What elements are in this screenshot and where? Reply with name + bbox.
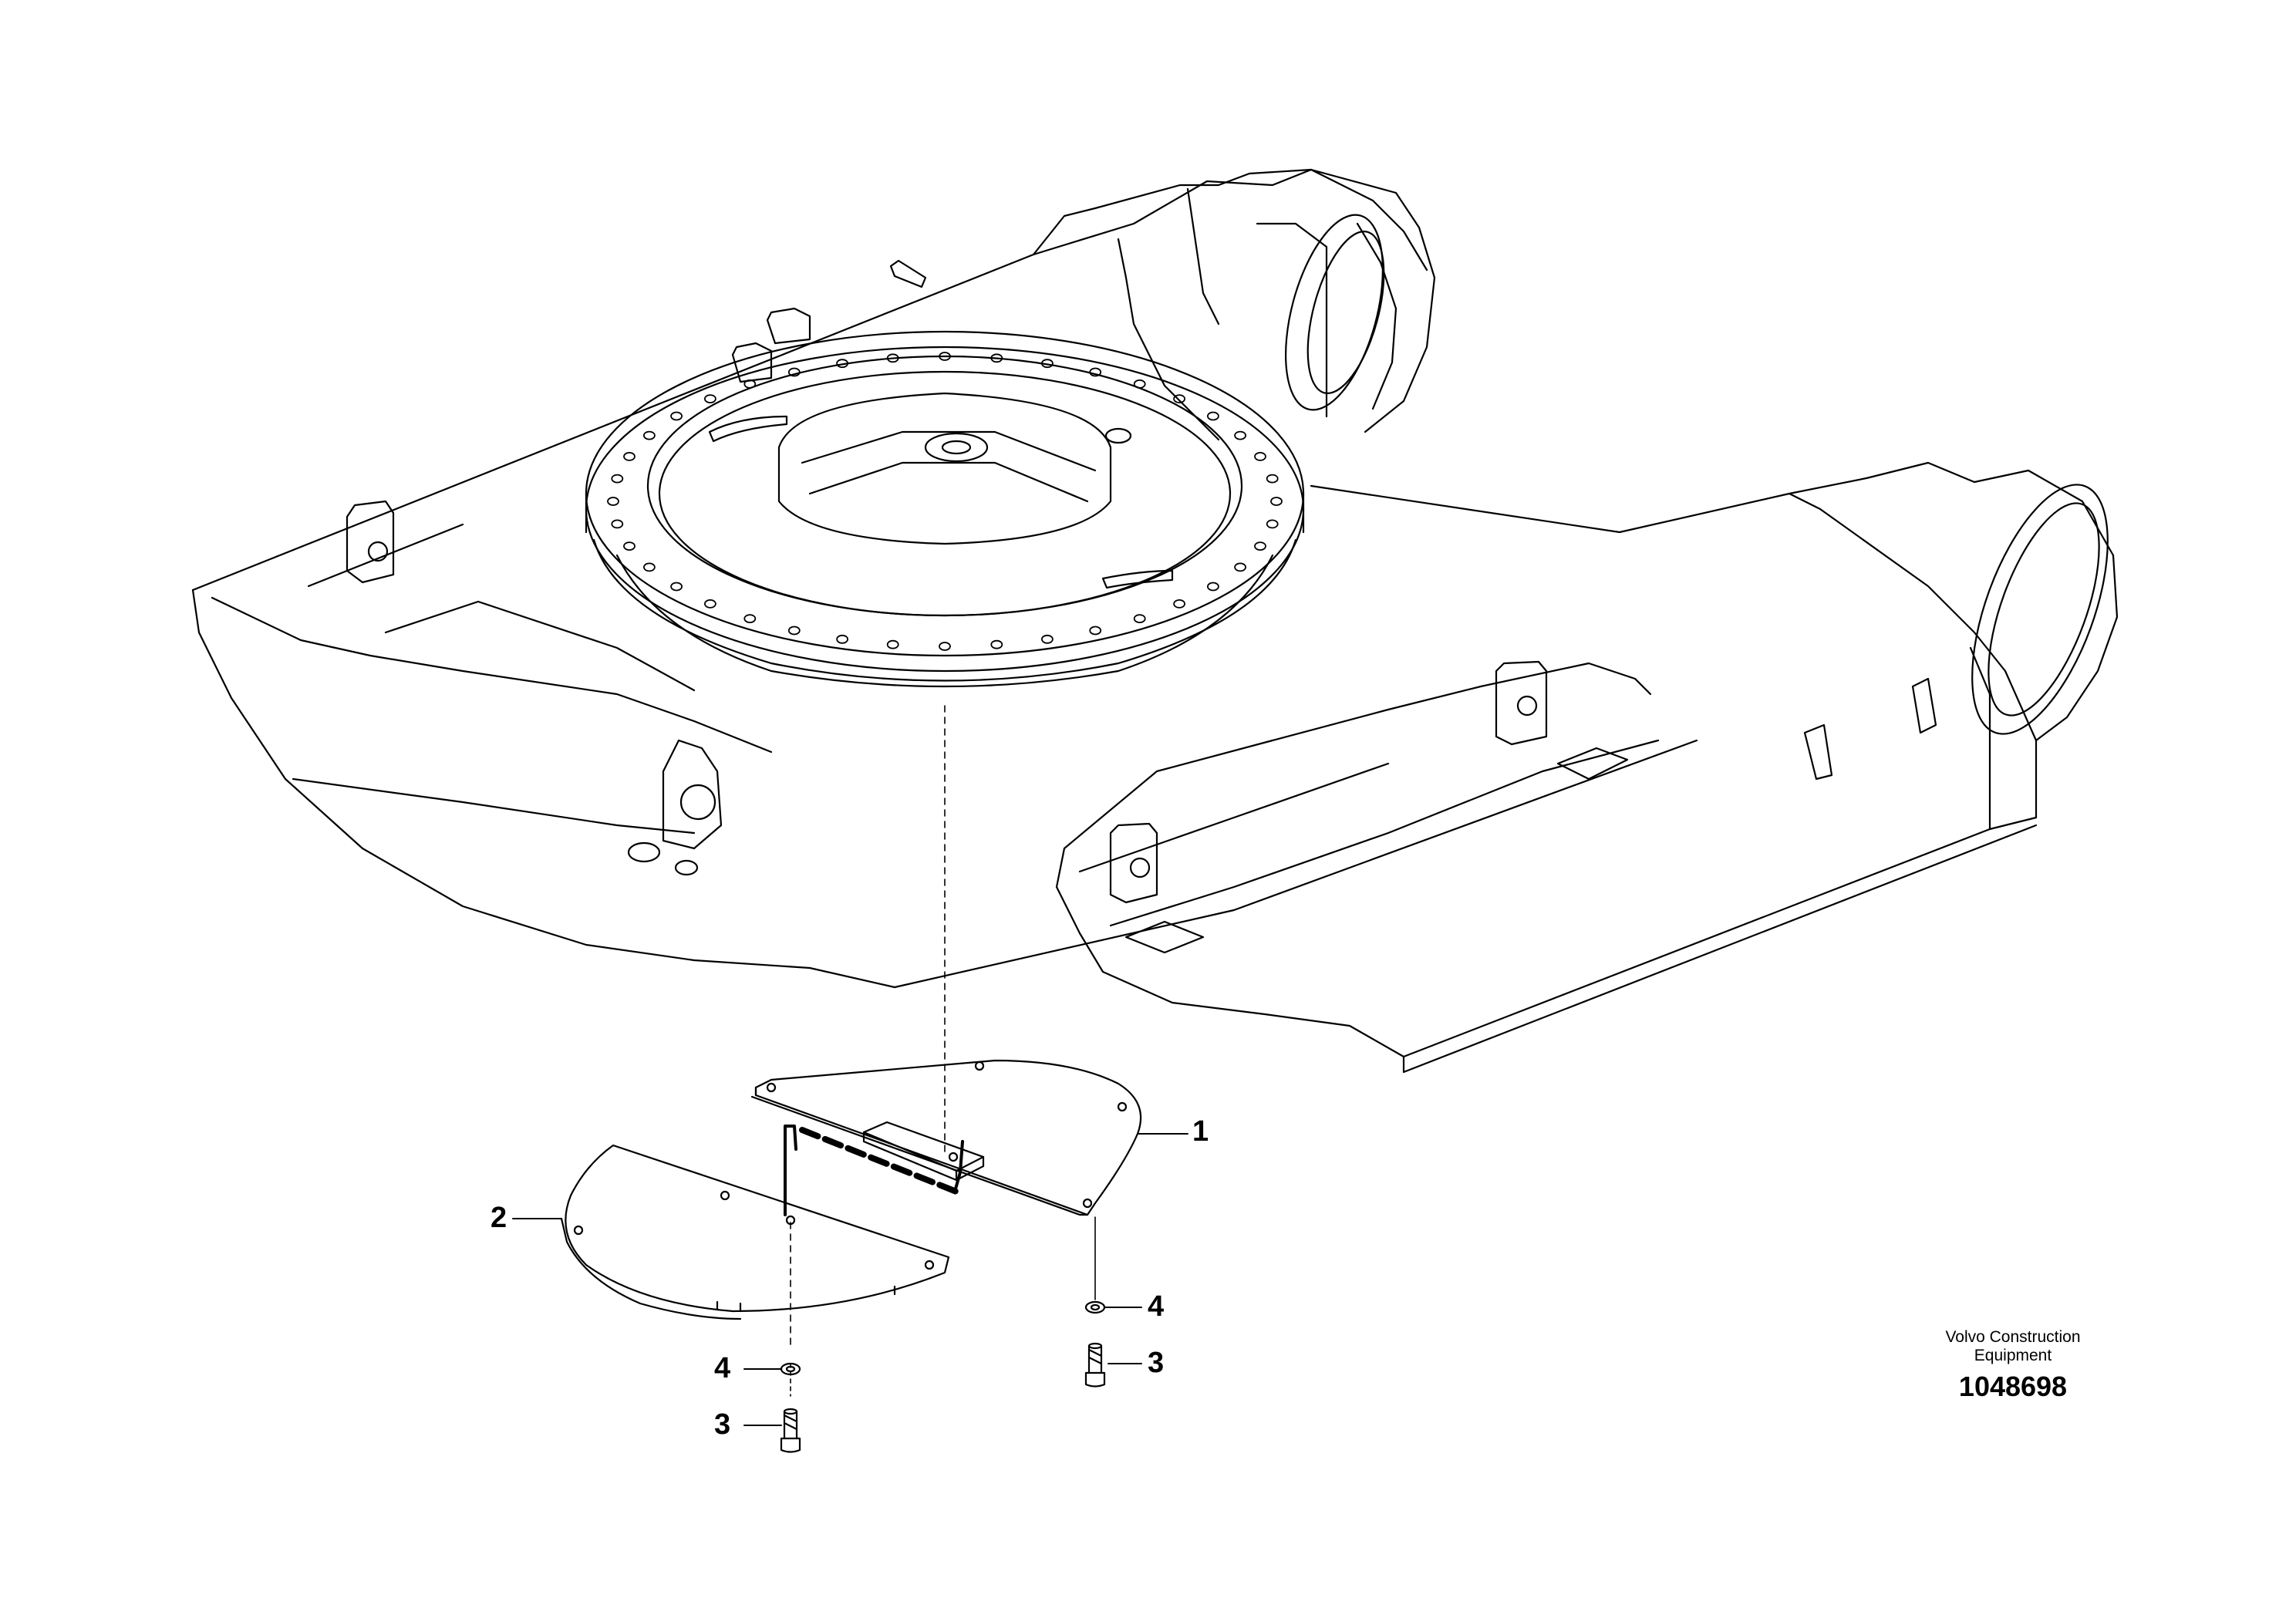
part-1-cover-plate bbox=[750, 1059, 1142, 1216]
bolt-hole bbox=[1133, 379, 1146, 389]
bolt-hole bbox=[623, 541, 636, 551]
part-4-washers bbox=[780, 1300, 1106, 1376]
bolt-hole bbox=[743, 614, 757, 623]
part-3-screws bbox=[780, 1342, 1106, 1453]
bolt-hole bbox=[990, 353, 1003, 363]
bolt-hole bbox=[1041, 359, 1054, 369]
bolt-hole bbox=[611, 474, 624, 484]
bolt-hole bbox=[1270, 497, 1283, 506]
part-2-half-cover bbox=[560, 1144, 950, 1320]
bolt-hole bbox=[939, 642, 951, 651]
bolt-hole bbox=[990, 639, 1003, 649]
bolt-hole bbox=[1089, 367, 1102, 377]
bolt-hole bbox=[1234, 562, 1246, 572]
callout-3-left: 3 bbox=[714, 1408, 731, 1441]
manufacturer-label: Volvo Construction Equipment bbox=[1874, 1328, 2152, 1365]
bolt-hole bbox=[623, 452, 636, 461]
slewing-ring bbox=[585, 330, 1305, 688]
bolt-hole bbox=[643, 562, 656, 572]
callout-2: 2 bbox=[491, 1202, 507, 1234]
bolt-hole bbox=[787, 367, 801, 377]
slewing-ring-bolt-holes bbox=[607, 352, 1283, 651]
bolt-hole bbox=[886, 353, 899, 363]
callout-1: 1 bbox=[1192, 1115, 1209, 1148]
bolt-hole bbox=[611, 519, 624, 529]
callout-4-left: 4 bbox=[714, 1352, 731, 1384]
bolt-hole bbox=[643, 430, 656, 440]
bolt-hole bbox=[1133, 614, 1146, 623]
manufacturer-line-1: Volvo Construction bbox=[1945, 1328, 2081, 1346]
bolt-hole bbox=[1207, 582, 1219, 592]
bolt-hole bbox=[1234, 430, 1246, 440]
bolt-hole bbox=[939, 352, 951, 361]
bolt-hole bbox=[1173, 394, 1185, 403]
bolt-hole bbox=[1266, 474, 1279, 484]
bolt-hole bbox=[670, 411, 683, 421]
callout-4-right: 4 bbox=[1148, 1290, 1165, 1323]
bolt-hole bbox=[1207, 411, 1219, 421]
bolt-hole bbox=[670, 582, 683, 592]
bolt-hole bbox=[1254, 452, 1266, 461]
manufacturer-line-2: Equipment bbox=[1974, 1347, 2052, 1364]
bolt-hole bbox=[1266, 519, 1279, 529]
callout-leaders bbox=[512, 1133, 1188, 1426]
bolt-hole bbox=[836, 634, 848, 644]
document-number: 1048698 bbox=[1958, 1371, 2068, 1402]
bolt-hole bbox=[836, 359, 848, 369]
bolt-hole bbox=[743, 379, 757, 389]
bolt-hole bbox=[1089, 626, 1102, 636]
bolt-hole bbox=[886, 639, 899, 649]
assembly-leader-lines bbox=[784, 705, 1096, 1397]
callout-3-right: 3 bbox=[1148, 1347, 1165, 1379]
bolt-hole bbox=[787, 626, 801, 636]
bolt-hole bbox=[1041, 634, 1054, 644]
bolt-hole bbox=[704, 394, 716, 403]
bolt-hole bbox=[1173, 599, 1185, 609]
bolt-hole bbox=[1254, 541, 1266, 551]
bolt-hole bbox=[607, 497, 619, 506]
upper-frame bbox=[191, 168, 2119, 1074]
bolt-hole bbox=[704, 599, 716, 609]
